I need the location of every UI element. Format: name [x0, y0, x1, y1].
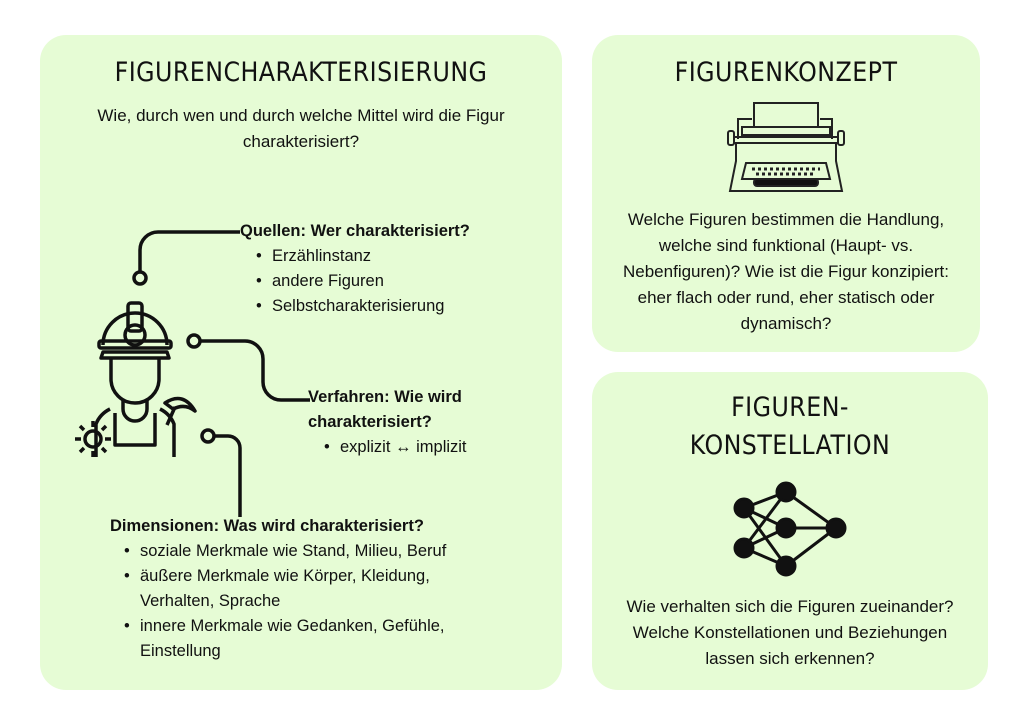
network-icon — [733, 481, 847, 577]
worker-icon — [75, 301, 197, 457]
card-figurenkonzept: FIGURENKONZEPT Welche Figuren bestimmen … — [592, 35, 980, 352]
card-text: Wie verhalten sich die Figuren zueinande… — [626, 597, 954, 668]
connector-lines — [132, 230, 310, 517]
list-item: Selbstcharakterisierung — [254, 294, 470, 319]
card-title-line1: FIGUREN- — [731, 392, 849, 423]
list-item: explizit ↔ implizit — [322, 435, 467, 460]
section-quellen: Quellen: Wer charakterisiert? Erzählinst… — [240, 219, 470, 319]
dimensionen-heading: Dimensionen: Was wird charakterisiert? — [110, 517, 424, 535]
card-question: Wie, durch wen und durch welche Mittel w… — [97, 106, 505, 151]
card-title: FIGURENCHARAKTERISIERUNG — [114, 57, 488, 88]
list-item: Erzählinstanz — [254, 244, 470, 269]
card-figurencharakterisierung: FIGURENCHARAKTERISIERUNG Wie, durch wen … — [40, 35, 562, 690]
card-text: Welche Figuren bestimmen die Handlung, w… — [623, 210, 949, 333]
section-dimensionen: Dimensionen: Was wird charakterisiert? s… — [110, 514, 490, 664]
verfahren-heading-1: Verfahren: Wie wird — [308, 388, 462, 406]
verfahren-heading-2: charakterisiert? — [308, 413, 432, 431]
list-item: äußere Merkmale wie Körper, Kleidung, Ve… — [122, 564, 490, 614]
list-item: andere Figuren — [254, 269, 470, 294]
card-title: FIGURENKONZEPT — [674, 57, 898, 88]
quellen-heading: Quellen: Wer charakterisiert? — [240, 222, 470, 240]
card-title-line2: KONSTELLATION — [689, 430, 891, 461]
section-verfahren: Verfahren: Wie wird charakterisiert? exp… — [308, 385, 467, 460]
list-item: innere Merkmale wie Gedanken, Gefühle, E… — [122, 614, 490, 664]
card-figurenkonstellation: FIGUREN- KONSTELLATION Wie verhalten sic… — [592, 372, 988, 690]
typewriter-icon — [727, 102, 845, 192]
list-item: soziale Merkmale wie Stand, Milieu, Beru… — [122, 539, 490, 564]
